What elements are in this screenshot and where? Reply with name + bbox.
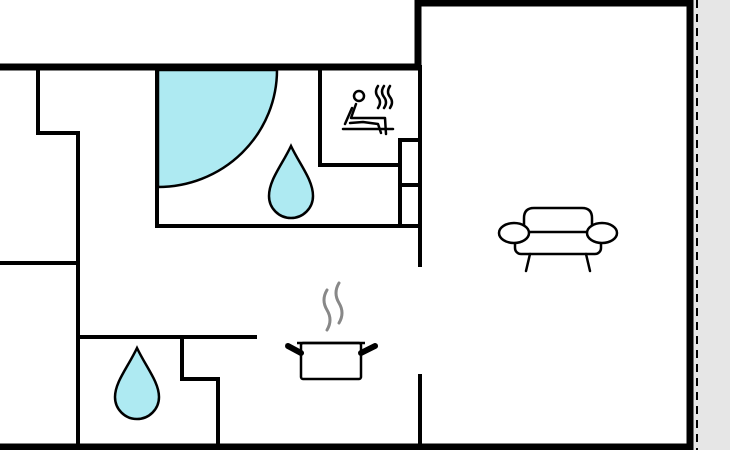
water-drop-icon bbox=[267, 143, 315, 220]
sauna-icon bbox=[341, 84, 395, 136]
interior-walls bbox=[0, 65, 422, 449]
terrace-area bbox=[693, 0, 730, 450]
outer-walls bbox=[0, 0, 694, 450]
water-drop-icon bbox=[113, 345, 161, 421]
shower-cabin bbox=[156, 68, 279, 189]
cooking-pot-icon bbox=[285, 281, 378, 381]
sofa-icon bbox=[497, 206, 619, 273]
